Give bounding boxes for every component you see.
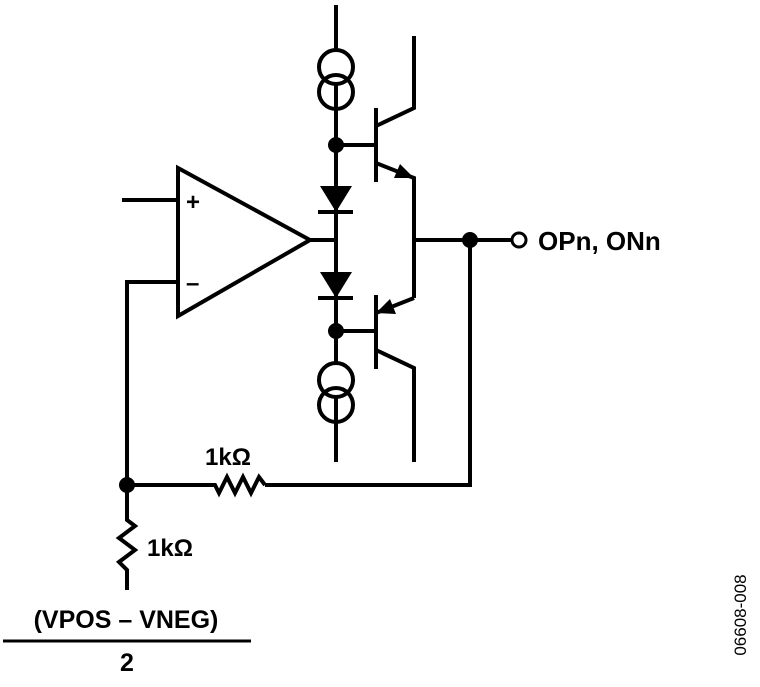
minus-input-wire [125, 280, 178, 485]
output-label: OPn, ONn [538, 226, 661, 256]
lower-current-source [317, 361, 355, 424]
upper-diode [318, 186, 353, 214]
upper-current-source [317, 48, 355, 111]
opamp-minus-label: – [186, 270, 199, 297]
opamp [176, 164, 315, 320]
upper-npn-transistor [336, 36, 416, 298]
feedback-resistor [127, 472, 267, 498]
lower-pnp-transistor [336, 295, 416, 462]
denominator-label: 2 [120, 649, 134, 677]
input-resistor-label: 1kΩ [147, 535, 193, 562]
figure-id: 06608-008 [731, 574, 750, 655]
numerator-label: (VPOS – VNEG) [34, 606, 219, 634]
feedback-wire [265, 240, 472, 487]
output-terminal[interactable] [510, 231, 528, 249]
opamp-plus-label: + [186, 189, 200, 216]
feedback-resistor-label: 1kΩ [205, 444, 251, 471]
input-resistor [115, 485, 139, 590]
lower-diode [318, 272, 353, 300]
